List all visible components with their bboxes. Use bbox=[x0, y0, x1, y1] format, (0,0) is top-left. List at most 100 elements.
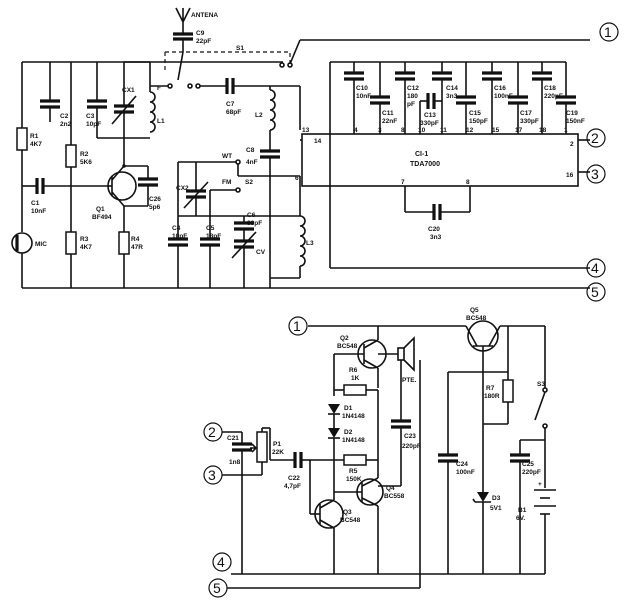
c1-label: C1 bbox=[31, 200, 40, 207]
connector-2-bottom: 2 bbox=[208, 424, 216, 440]
r6-value: 1K bbox=[351, 375, 360, 382]
d3-label: D3 bbox=[492, 495, 501, 502]
q4-label: Q4 bbox=[386, 485, 395, 492]
c4-value: 10pF bbox=[172, 233, 187, 240]
c6-label: C6 bbox=[247, 212, 256, 219]
c6-value: 33pF bbox=[247, 220, 262, 227]
svg-text:150nF: 150nF bbox=[566, 118, 585, 125]
svg-text:C10: C10 bbox=[356, 85, 368, 92]
c26-label: C26 bbox=[149, 196, 161, 203]
q2-label: Q2 bbox=[340, 335, 349, 342]
r3-value: 4K7 bbox=[80, 244, 92, 251]
c23-value: 220pF bbox=[402, 443, 421, 450]
r1-label: R1 bbox=[30, 133, 39, 140]
c18-capacitor: C18 220pF bbox=[532, 62, 563, 134]
d3-value: 5V1 bbox=[490, 505, 502, 512]
ic-pin-17: 17 bbox=[515, 127, 523, 134]
c20-value: 3n3 bbox=[430, 234, 442, 241]
connector-4-bottom: 4 bbox=[217, 554, 225, 570]
mic-label: MIC bbox=[35, 241, 47, 248]
c12-capacitor: C12 180 pF bbox=[395, 62, 419, 134]
connector-1-bottom: 1 bbox=[293, 318, 301, 334]
connector-2-top: 2 bbox=[591, 130, 599, 146]
svg-text:pF: pF bbox=[407, 101, 415, 108]
q1-value: BF494 bbox=[92, 214, 112, 221]
c20-label: C20 bbox=[428, 226, 440, 233]
c5-value: 18pF bbox=[206, 233, 221, 240]
svg-text:C16: C16 bbox=[494, 85, 506, 92]
q1-label: Q1 bbox=[96, 206, 105, 213]
c5-label: C5 bbox=[206, 225, 215, 232]
r7-label: R7 bbox=[486, 385, 495, 392]
svg-text:150pF: 150pF bbox=[469, 118, 488, 125]
ic-pin-8: 8 bbox=[401, 127, 405, 134]
svg-text:+: + bbox=[538, 481, 542, 488]
svg-text:C14: C14 bbox=[446, 85, 458, 92]
ic-pin-10: 10 bbox=[418, 127, 426, 134]
svg-text:330pF: 330pF bbox=[420, 120, 439, 127]
r5-label: R5 bbox=[349, 468, 358, 475]
c8-value: 4nF bbox=[246, 159, 258, 166]
ic-pin-18: 18 bbox=[539, 127, 547, 134]
svg-text:10nF: 10nF bbox=[356, 93, 371, 100]
ic-pin-11: 11 bbox=[440, 127, 447, 134]
c25-value: 220pF bbox=[522, 469, 541, 476]
svg-text:330pF: 330pF bbox=[520, 118, 539, 125]
r2-label: R2 bbox=[80, 151, 89, 158]
bottom-circuit: Q5 BC548 Q2 BC548 PTE. R6 1K D1 1N4148 D bbox=[222, 307, 556, 589]
connector-5-top: 5 bbox=[591, 284, 599, 300]
svg-text:C17: C17 bbox=[520, 110, 532, 117]
c21-value: 1n8 bbox=[229, 459, 241, 466]
c23-label: C23 bbox=[404, 433, 416, 440]
d2-label: D2 bbox=[344, 429, 353, 436]
connector-3-top: 3 bbox=[591, 166, 599, 182]
s3-label: S3 bbox=[537, 381, 545, 388]
svg-text:C15: C15 bbox=[469, 110, 481, 117]
connector-labels: 1 2 3 4 5 1 2 3 4 5 bbox=[203, 22, 619, 598]
switch-wt-label: WT bbox=[222, 153, 232, 160]
connector-5-bottom: 5 bbox=[213, 580, 221, 596]
ic-pin-2: 2 bbox=[570, 141, 574, 148]
r2-value: 5K6 bbox=[80, 159, 92, 166]
c10-capacitor: C10 10nF bbox=[344, 62, 371, 134]
q4-value: BC558 bbox=[384, 493, 405, 500]
ic-pin-13: 13 bbox=[302, 127, 310, 134]
c24-label: C24 bbox=[456, 461, 468, 468]
b1-label: B1 bbox=[518, 507, 527, 514]
c13-capacitor: C13 330pF bbox=[419, 93, 443, 134]
c8-label: C8 bbox=[246, 147, 255, 154]
svg-text:100nF: 100nF bbox=[494, 93, 513, 100]
c7-label: C7 bbox=[226, 101, 235, 108]
s1-label: S1 bbox=[236, 45, 244, 52]
connector-1-top: 1 bbox=[604, 24, 612, 40]
ic-pin-7: 7 bbox=[401, 179, 405, 186]
switch-f-label: F bbox=[157, 85, 161, 92]
r4-value: 47R bbox=[131, 244, 143, 251]
c14-capacitor: C14 3n3 bbox=[432, 62, 458, 101]
c11-capacitor: C11 22nF bbox=[370, 62, 397, 134]
q2-value: BC548 bbox=[337, 343, 358, 350]
ic-pin-15: 15 bbox=[492, 127, 500, 134]
ic-pin-16: 16 bbox=[566, 172, 574, 179]
c24-value: 100nF bbox=[456, 469, 475, 476]
q3-value: BC548 bbox=[340, 517, 361, 524]
q5-label: Q5 bbox=[470, 307, 479, 314]
svg-text:C13: C13 bbox=[424, 112, 436, 119]
ic-pin-6: 6 bbox=[295, 175, 299, 182]
svg-text:220pF: 220pF bbox=[544, 93, 563, 100]
ic-pin-8b: 8 bbox=[466, 179, 470, 186]
c4-label: C4 bbox=[172, 225, 181, 232]
c26-value: 5p6 bbox=[149, 204, 161, 211]
cx1-label: CX1 bbox=[122, 87, 135, 94]
svg-text:C12: C12 bbox=[407, 85, 419, 92]
c9-label: C9 bbox=[196, 30, 205, 37]
c22-label: C22 bbox=[288, 475, 300, 482]
r3-label: R3 bbox=[80, 236, 89, 243]
cx2-label: CX2 bbox=[176, 185, 189, 192]
r6-label: R6 bbox=[349, 367, 358, 374]
p1-label: P1 bbox=[273, 441, 281, 448]
top-circuit: ANTENA C9 22pF S1 F R1 4K7 bbox=[11, 7, 590, 289]
c3-value: 10pF bbox=[86, 121, 101, 128]
c22-value: 4,7pF bbox=[284, 483, 301, 490]
q5-value: BC548 bbox=[466, 315, 487, 322]
